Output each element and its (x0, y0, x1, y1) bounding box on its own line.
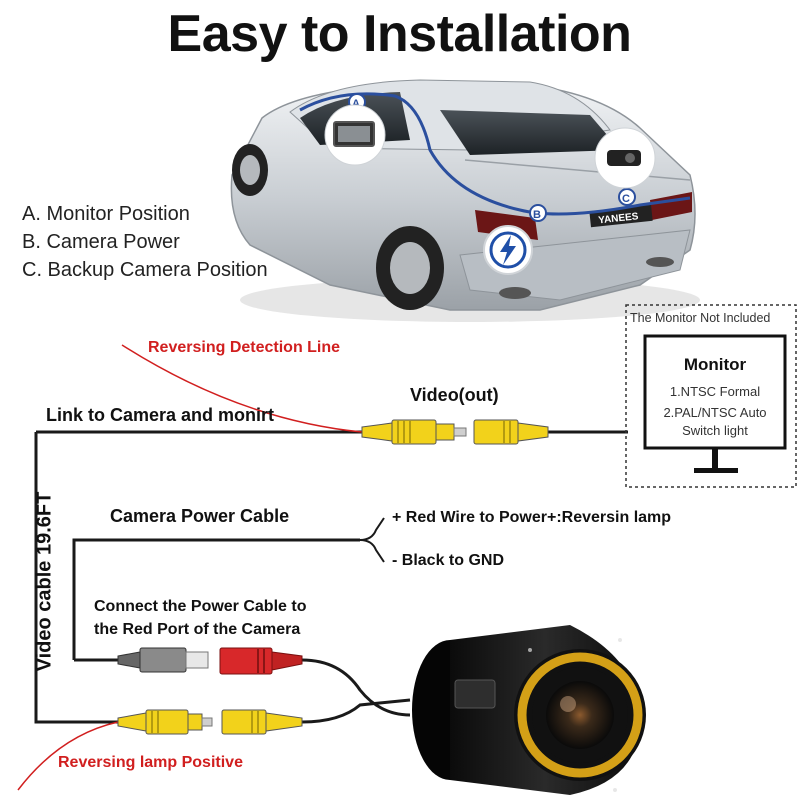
monitor-spec-pal-ntsc: 2.PAL/NTSC Auto (663, 405, 767, 420)
monitor-dashed-box (625, 304, 797, 488)
camera-lens (546, 681, 614, 749)
label-red-wire: + Red Wire to Power+:Reversin lamp (392, 509, 672, 526)
legend-camera-power: B. Camera Power (22, 231, 180, 253)
backup-camera (412, 625, 646, 795)
svg-text:A: A (352, 98, 360, 110)
legend-monitor-position: A. Monitor Position (22, 203, 190, 225)
label-camera-power-cable: Camera Power Cable (110, 506, 290, 526)
rca-connector-top-left (361, 419, 467, 445)
rca-connector-bottom-right (221, 709, 303, 735)
reversing-lamp-curve (17, 721, 119, 791)
label-reversing-detection-line: Reversing Detection Line (148, 339, 341, 356)
rca-connector-top-right (473, 419, 549, 445)
monitor-stand (712, 448, 718, 470)
label-connect-power-line2: the Red Port of the Camera (94, 621, 301, 638)
page-title: Easy to Installation (167, 5, 632, 63)
marker-c (618, 188, 636, 206)
monitor-spec-switch: Switch light (682, 423, 748, 438)
reversing-detection-curve (121, 344, 363, 433)
wiring (34, 430, 628, 724)
label-black-gnd: - Black to GND (392, 552, 505, 569)
monitor-spec-ntsc: 1.NTSC Formal (669, 384, 761, 399)
legend-backup-camera-position: C. Backup Camera Position (22, 259, 268, 281)
car-illustration: YANEES A B C (230, 79, 700, 322)
rca-connector-bottom-left (117, 709, 213, 735)
label-link-camera: Link to Camera and monirt (46, 405, 275, 425)
video-cable-vertical (34, 432, 118, 724)
camera-gold-ring (517, 652, 643, 778)
power-connector-red (219, 647, 303, 675)
label-video-cable-length: Video cable 19.6FT (33, 491, 56, 672)
monitor-not-included-note: The Monitor Not Included (630, 311, 771, 325)
power-cable-line (72, 538, 360, 660)
marker-b (529, 204, 547, 222)
monitor-base (694, 468, 738, 473)
monitor-title: Monitor (683, 355, 747, 374)
route-wire (299, 92, 691, 216)
power-connector-gray (117, 647, 209, 673)
label-video-out: Video(out) (410, 385, 499, 405)
license-plate-text: YANEES (598, 211, 639, 226)
label-connect-power-line1: Connect the Power Cable to (94, 598, 307, 615)
label-reversing-lamp-positive: Reversing lamp Positive (58, 754, 243, 771)
svg-text:C: C (622, 193, 630, 205)
svg-text:B: B (533, 209, 541, 221)
